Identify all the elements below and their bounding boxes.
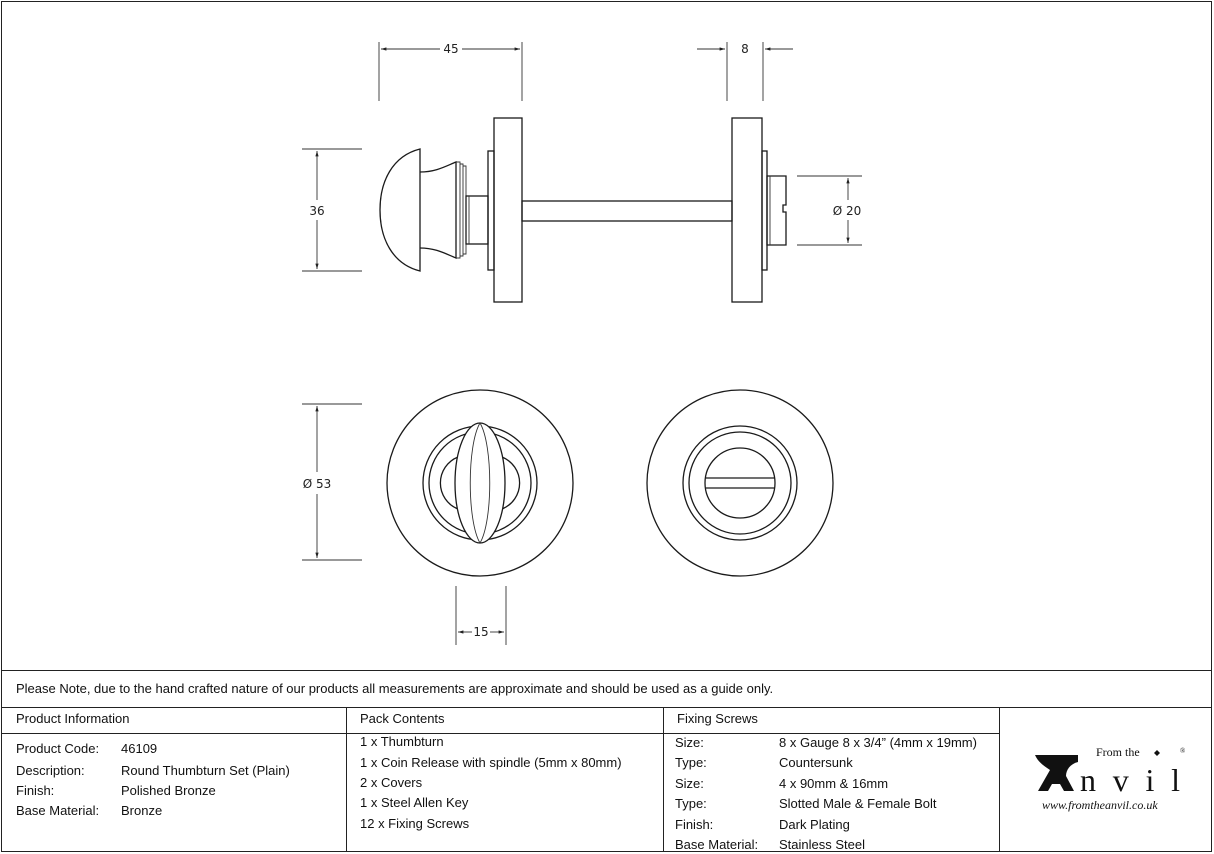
dimension-36: 36 — [302, 148, 362, 272]
value: Dark Plating — [779, 817, 850, 832]
label: Type: — [675, 796, 707, 811]
list-item: 2 x Covers — [360, 775, 423, 790]
thumbturn-front-view — [386, 389, 574, 577]
thumbturn-rose — [493, 117, 523, 303]
logo-from-the: From the — [1096, 745, 1140, 759]
release-inner-plate — [761, 150, 768, 271]
divider — [346, 707, 347, 852]
dimension-label: Ø 20 — [833, 204, 862, 218]
divider — [663, 707, 664, 852]
label: Finish: — [675, 817, 714, 832]
dimension-8: 8 — [697, 42, 793, 101]
dimension-15: 15 — [455, 586, 507, 645]
dimension-label: 45 — [443, 42, 458, 56]
coin-release-cap — [766, 175, 787, 246]
dimension-label: Ø 53 — [303, 477, 332, 491]
product-info-heading: Product Information — [16, 711, 130, 726]
label: Size: — [675, 776, 704, 791]
value: Round Thumbturn Set (Plain) — [121, 763, 290, 778]
divider — [999, 707, 1000, 852]
label: Product Code: — [16, 741, 100, 756]
label: Type: — [675, 755, 707, 770]
logo-registered: ® — [1180, 747, 1186, 755]
list-item: 1 x Steel Allen Key — [360, 795, 469, 810]
dimension-label: 36 — [309, 204, 324, 218]
label: Size: — [675, 735, 704, 750]
value: 46109 — [121, 741, 158, 756]
product-drawing: 45 8 36 Ø 20 — [302, 42, 862, 645]
logo-url: www.fromtheanvil.co.uk — [1042, 798, 1158, 812]
side-view — [379, 117, 787, 303]
pack-contents-heading: Pack Contents — [360, 711, 445, 726]
anvil-icon — [1035, 755, 1078, 791]
dimension-diameter-53: Ø 53 — [302, 403, 362, 561]
list-item: 1 x Thumbturn — [360, 734, 444, 749]
value: Bronze — [121, 803, 163, 818]
label: Finish: — [16, 783, 55, 798]
value: 8 x Gauge 8 x 3/4” (4mm x 19mm) — [779, 735, 977, 750]
label: Base Material: — [16, 803, 100, 818]
divider — [1, 733, 999, 734]
coin-release-front-view — [646, 389, 834, 577]
diamond-icon — [1154, 750, 1160, 756]
logo-brand-text: nvil — [1080, 762, 1180, 798]
disclaimer-note: Please Note, due to the hand crafted nat… — [16, 681, 774, 696]
label: Base Material: — [675, 837, 759, 852]
list-item: 1 x Coin Release with spindle (5mm x 80m… — [360, 755, 622, 770]
divider — [1, 707, 1212, 708]
fixing-screws-heading: Fixing Screws — [677, 711, 758, 726]
thumbturn-inner-plate — [487, 150, 495, 271]
value: Countersunk — [779, 755, 853, 770]
value: Polished Bronze — [121, 783, 216, 798]
label: Description: — [16, 763, 85, 778]
spindle — [521, 200, 733, 222]
dimension-45: 45 — [378, 42, 523, 101]
dimension-diameter-20: Ø 20 — [797, 175, 862, 246]
value: Slotted Male & Female Bolt — [779, 796, 937, 811]
thumbturn-knob — [379, 148, 489, 272]
divider — [1, 670, 1212, 671]
value: 4 x 90mm & 16mm — [779, 776, 889, 791]
value: Stainless Steel — [779, 837, 865, 852]
dimension-label: 8 — [741, 42, 749, 56]
list-item: 12 x Fixing Screws — [360, 816, 470, 831]
dimension-label: 15 — [473, 625, 488, 639]
release-rose — [731, 117, 763, 303]
from-the-anvil-logo: From the ® nvil www.fromtheanvil.co.uk — [1035, 745, 1186, 812]
